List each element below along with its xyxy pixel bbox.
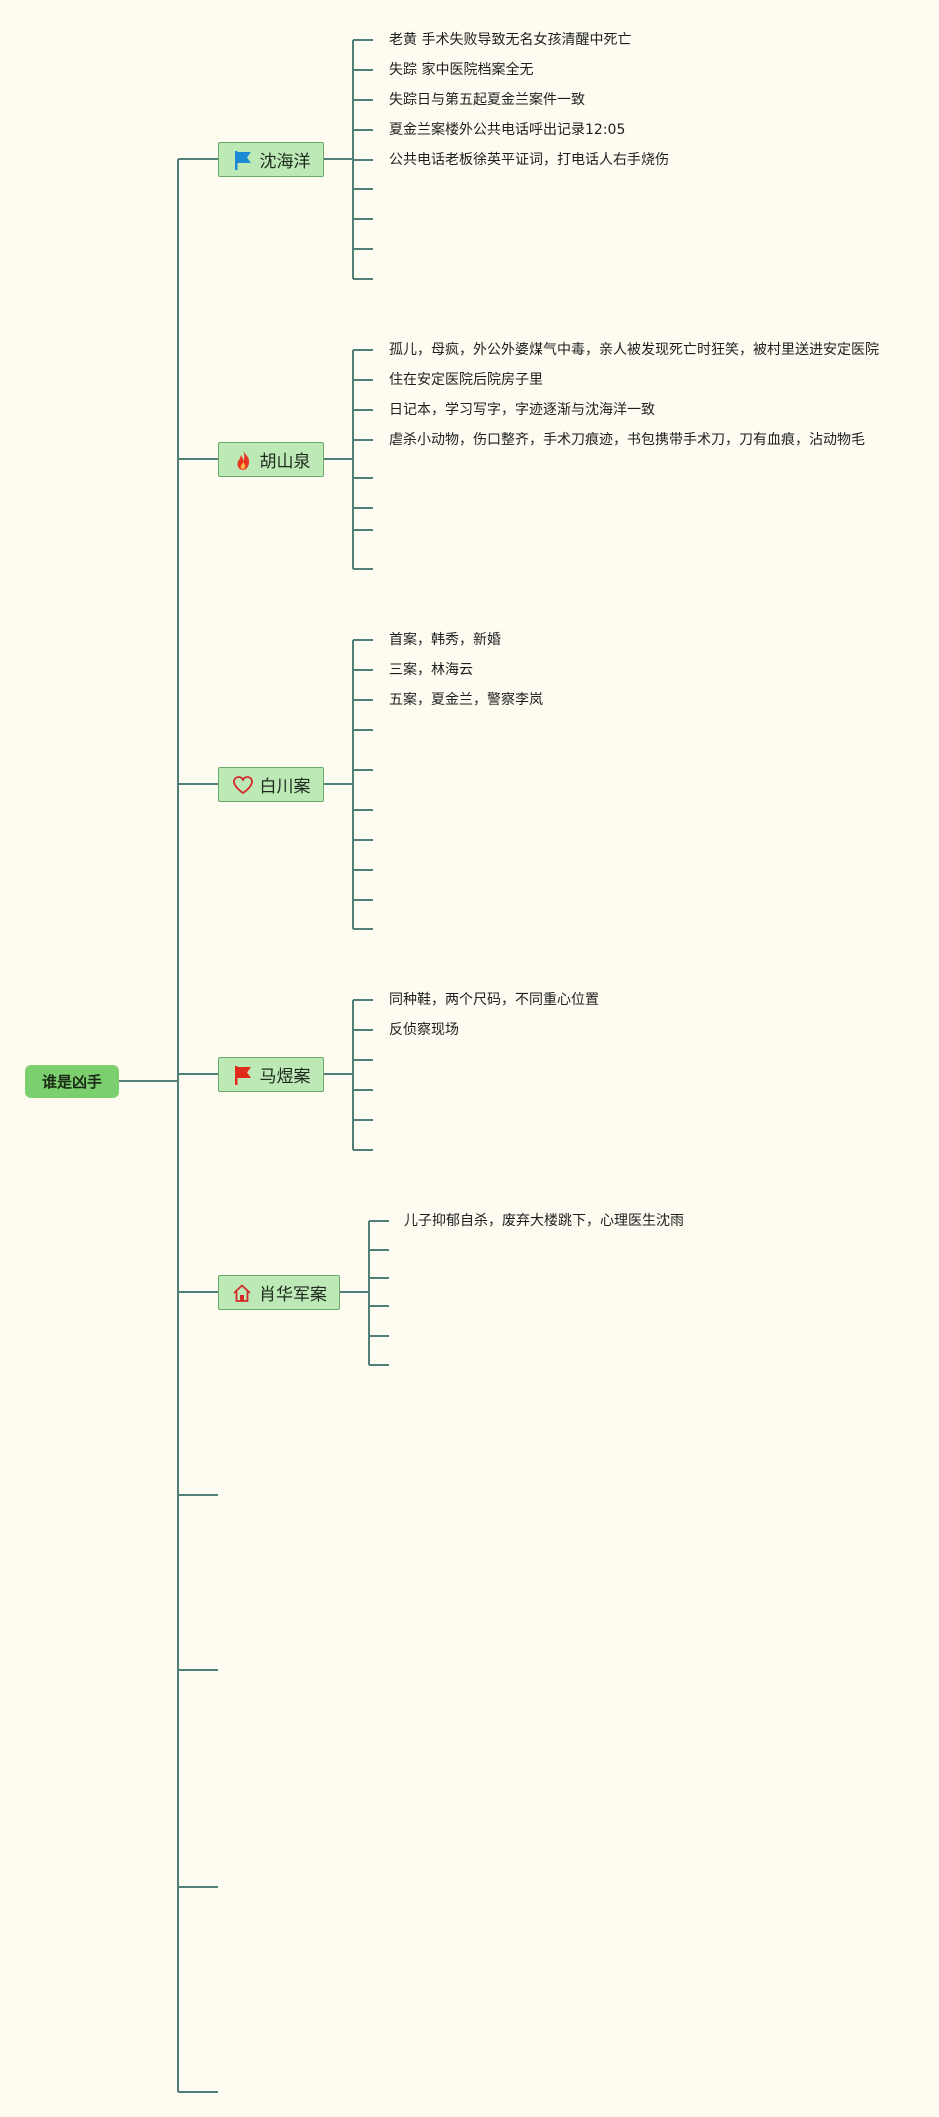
branch-xiao-huajun-case[interactable]: 肖华军案 [218, 1275, 340, 1310]
leaf-topic[interactable]: 孤儿，母疯，外公外婆煤气中毒，亲人被发现死亡时狂笑，被村里送进安定医院 [389, 342, 879, 358]
root-label: 谁是凶手 [41, 1073, 102, 1091]
leaf-topic[interactable]: 同种鞋，两个尺码，不同重心位置 [389, 992, 599, 1008]
leaf-topic[interactable]: 夏金兰案楼外公共电话呼出记录12:05 [389, 122, 626, 138]
blue-flag-icon [232, 149, 254, 171]
branch-label: 胡山泉 [259, 452, 311, 472]
branch-label: 肖华军案 [259, 1285, 327, 1305]
leaf-topic[interactable]: 反侦察现场 [389, 1022, 459, 1038]
leaf-topic[interactable]: 首案，韩秀，新婚 [389, 632, 501, 648]
leaf-topic[interactable]: 住在安定医院后院房子里 [389, 372, 543, 388]
red-flag-icon [232, 1064, 254, 1086]
branch-label: 马煜案 [259, 1067, 311, 1087]
heart-icon [232, 774, 254, 796]
leaf-topic[interactable]: 日记本，学习写字，字迹逐渐与沈海洋一致 [389, 402, 655, 418]
leaf-topic[interactable]: 失踪 家中医院档案全无 [389, 62, 534, 78]
root-topic[interactable]: 谁是凶手 [25, 1065, 119, 1098]
house-icon [231, 1282, 253, 1304]
fire-icon [232, 449, 254, 471]
leaf-topic[interactable]: 五案，夏金兰，警察李岚 [389, 692, 543, 708]
branch-ma-yu-case[interactable]: 马煜案 [218, 1057, 324, 1092]
leaf-topic[interactable]: 公共电话老板徐英平证词，打电话人右手烧伤 [389, 152, 669, 168]
branch-label: 沈海洋 [259, 152, 311, 172]
leaf-topic[interactable]: 失踪日与第五起夏金兰案件一致 [389, 92, 585, 108]
leaf-topic[interactable]: 老黄 手术失败导致无名女孩清醒中死亡 [389, 32, 632, 48]
branch-label: 白川案 [259, 777, 311, 797]
branch-hu-shanquan[interactable]: 胡山泉 [218, 442, 324, 477]
branch-baichuan-case[interactable]: 白川案 [218, 767, 324, 802]
leaf-topic[interactable]: 儿子抑郁自杀，废弃大楼跳下，心理医生沈雨 [404, 1213, 684, 1229]
branch-shen-haiyang[interactable]: 沈海洋 [218, 142, 324, 177]
leaf-topic[interactable]: 三案，林海云 [389, 662, 473, 678]
leaf-topic[interactable]: 虐杀小动物，伤口整齐，手术刀痕迹，书包携带手术刀，刀有血痕，沾动物毛 [389, 432, 865, 448]
